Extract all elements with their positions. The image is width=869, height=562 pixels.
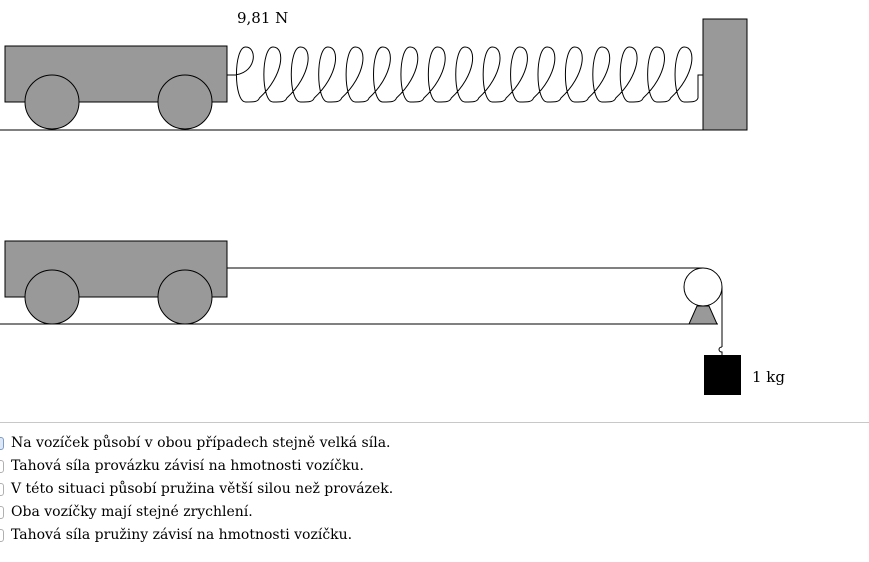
answer-option-label: Tahová síla pružiny závisí na hmotnosti … [11, 527, 353, 543]
answer-options-list: Na vozíček působí v obou případech stejn… [0, 433, 869, 548]
answer-option-4[interactable]: Oba vozíčky mají stejné zrychlení. [0, 502, 869, 525]
spring-force-label: 9,81 N [237, 9, 288, 27]
pulley-stand [688, 305, 718, 325]
checkbox-icon[interactable] [0, 529, 4, 542]
answer-option-label: Na vozíček působí v obou případech stejn… [11, 435, 391, 451]
answer-option-5[interactable]: Tahová síla pružiny závisí na hmotnosti … [0, 525, 869, 548]
checkbox-icon[interactable] [0, 506, 4, 519]
cart-wheel-top-left [24, 74, 80, 130]
answer-option-1[interactable]: Na vozíček působí v obou případech stejn… [0, 433, 869, 456]
physics-figure: 9,81 N 1 kg [0, 9, 785, 395]
answer-option-label: Oba vozíčky mají stejné zrychlení. [11, 504, 253, 520]
checkbox-icon[interactable] [0, 483, 4, 496]
checkbox-icon[interactable] [0, 437, 4, 450]
weight-mass-label: 1 kg [752, 368, 785, 386]
pulley-wheel [683, 267, 723, 307]
answer-option-2[interactable]: Tahová síla provázku závisí na hmotnosti… [0, 456, 869, 479]
wall-block [702, 18, 748, 131]
spring [227, 46, 703, 103]
answer-option-3[interactable]: V této situaci působí pružina větší silo… [0, 479, 869, 502]
cart-wheel-bottom-right [157, 269, 213, 325]
cart-wheel-bottom-left [24, 269, 80, 325]
answer-option-label: V této situaci působí pružina větší silo… [11, 481, 394, 497]
weight-hook-icon [718, 346, 723, 355]
cart-wheel-top-right [157, 74, 213, 130]
checkbox-icon[interactable] [0, 460, 4, 473]
hanging-weight [704, 355, 741, 395]
answer-option-label: Tahová síla provázku závisí na hmotnosti… [11, 458, 364, 474]
section-divider [0, 422, 869, 423]
